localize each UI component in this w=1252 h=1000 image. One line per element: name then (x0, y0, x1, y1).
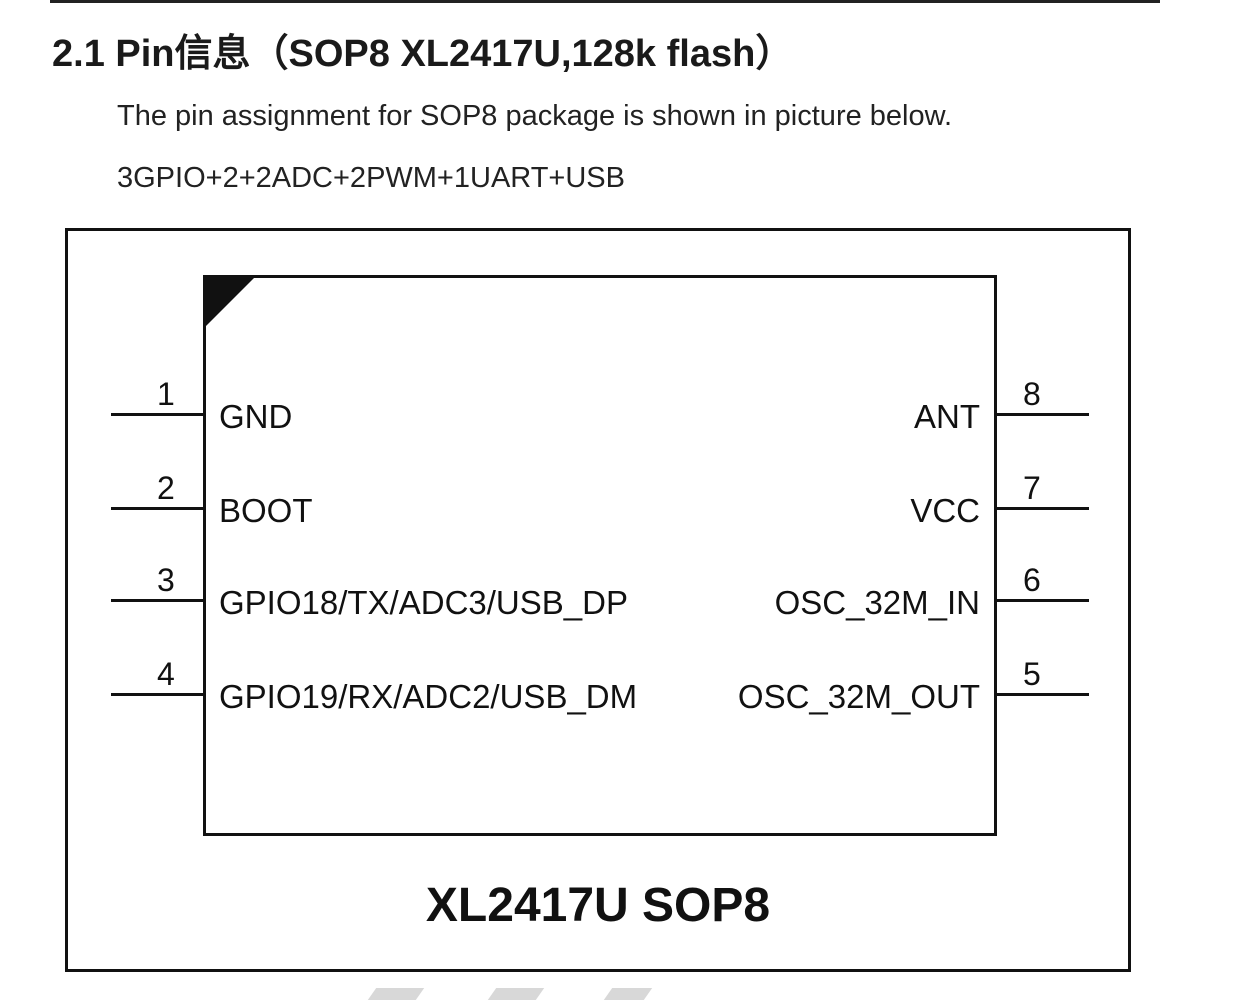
pin-6-lead (997, 599, 1089, 602)
pin-4-lead (111, 693, 203, 696)
pin-7-lead (997, 507, 1089, 510)
watermark-stroke-3 (603, 988, 653, 1000)
watermark-stroke-2 (487, 988, 545, 1000)
chip-body (203, 275, 997, 836)
pin-5-number: 5 (1023, 656, 1041, 692)
chip-caption: XL2417U SOP8 (425, 879, 771, 932)
pin-2-lead (111, 507, 203, 510)
pin1-marker (206, 278, 254, 326)
pin-4-label: GPIO19/RX/ADC2/USB_DM (219, 678, 638, 715)
pin-3-label: GPIO18/TX/ADC3/USB_DP (219, 584, 628, 621)
section-heading: 2.1 Pin信息（SOP8 XL2417U,128k flash） (52, 33, 794, 75)
pin-5-label: OSC_32M_OUT (737, 678, 980, 715)
pin-1-number: 1 (157, 376, 175, 412)
pin-2-number: 2 (157, 470, 175, 506)
pin-6-number: 6 (1023, 562, 1041, 598)
pin-8-label: ANT (914, 398, 980, 435)
pin-7-number: 7 (1023, 470, 1041, 506)
diagram-frame (65, 228, 1131, 972)
top-divider (50, 0, 1160, 3)
pin-5-lead (997, 693, 1089, 696)
pin-7-label: VCC (910, 492, 980, 529)
pin-2-label: BOOT (219, 492, 313, 529)
pin-8-lead (997, 413, 1089, 416)
pin-1-label: GND (219, 398, 293, 435)
watermark-stroke-1 (367, 988, 425, 1000)
features-text: 3GPIO+2+2ADC+2PWM+1UART+USB (117, 162, 625, 194)
pin-3-lead (111, 599, 203, 602)
description-text: The pin assignment for SOP8 package is s… (117, 100, 953, 132)
pin-4-number: 4 (157, 656, 175, 692)
pin-3-number: 3 (157, 562, 175, 598)
pin-1-lead (111, 413, 203, 416)
pin-6-label: OSC_32M_IN (774, 584, 980, 621)
pin-8-number: 8 (1023, 376, 1041, 412)
